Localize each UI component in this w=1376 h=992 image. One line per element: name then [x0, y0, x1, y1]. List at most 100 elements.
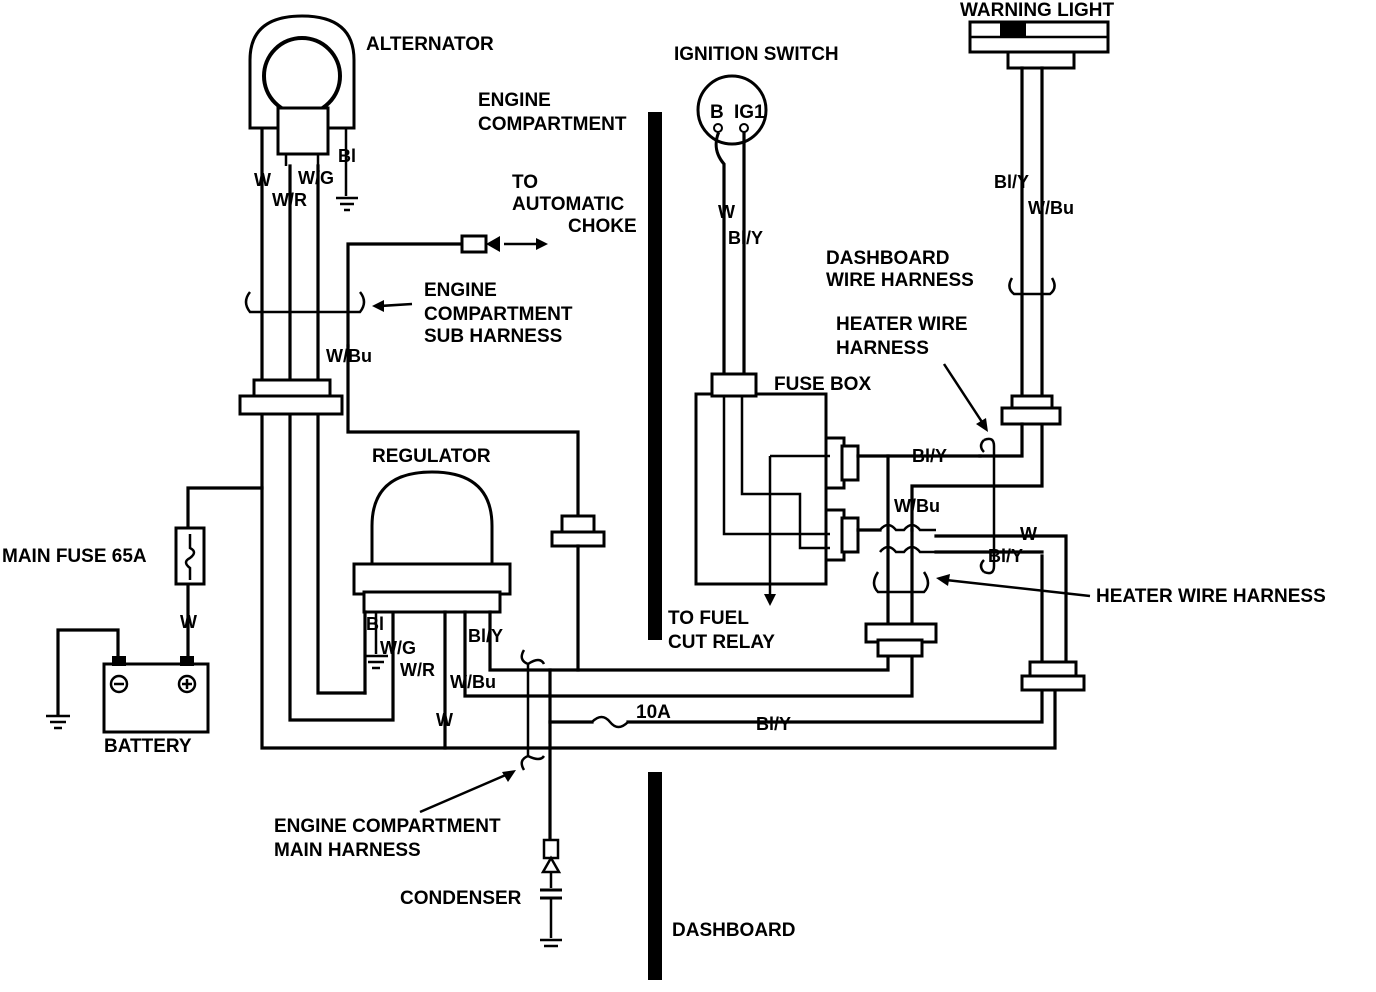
alternator-ground [336, 196, 358, 212]
wire-bly-10a [626, 554, 1044, 724]
heater-clamp-lower [872, 571, 930, 594]
fuse-10a [591, 715, 629, 729]
grommet-heater [864, 622, 938, 658]
choke-arrowhead [536, 238, 548, 250]
main-harness-arrowhead [502, 770, 516, 782]
label-fuel-cut-1: TO FUEL [668, 608, 749, 629]
wire-label-reg-bl: Bl [366, 614, 384, 634]
main-harness-clamp [520, 649, 546, 771]
label-dash-harness-1: DASHBOARD [826, 248, 950, 269]
sub-harness-clamp [244, 291, 366, 314]
sub-harness-arrowhead [372, 300, 384, 312]
wire-label-alt-wr: W/R [272, 190, 307, 210]
label-ignition-ig1: IG1 [734, 102, 765, 123]
ignition-switch [696, 74, 768, 146]
label-main-fuse: MAIN FUSE 65A [2, 546, 147, 567]
wire-label-fb-wbu: W/Bu [894, 496, 940, 516]
label-ignition-b: B [710, 102, 724, 123]
label-heater-harness-top-2: HARNESS [836, 338, 929, 359]
wire-wbu-sub [346, 344, 580, 518]
label-heater-harness-right: HEATER WIRE HARNESS [1096, 586, 1326, 607]
label-condenser: CONDENSER [400, 888, 522, 909]
heater-right-arrowhead [936, 574, 950, 586]
wire-label-reg-wbu: W/Bu [450, 672, 496, 692]
wire-label-ign-w: W [718, 202, 735, 222]
label-sub-harness-1: ENGINE [424, 280, 497, 301]
wire-label-reg-wg: W/G [380, 638, 416, 658]
heater-clamp-upper [979, 437, 996, 575]
choke-connector [460, 234, 500, 254]
label-engine-compartment-2: COMPARTMENT [478, 114, 627, 135]
condenser [540, 838, 562, 948]
wire-battery-ground [56, 628, 120, 716]
wire-label-fb-w: W [1020, 524, 1037, 544]
label-fuse-box: FUSE BOX [774, 374, 871, 395]
heater-top-arrow [942, 363, 984, 423]
label-alternator: ALTERNATOR [366, 34, 494, 55]
label-main-harness-1: ENGINE COMPARTMENT [274, 816, 501, 837]
label-sub-harness-2: COMPARTMENT [424, 304, 573, 325]
wire-label-10a-bly: Bl/Y [756, 714, 791, 734]
regulator [352, 470, 512, 614]
label-dash-harness-2: WIRE HARNESS [826, 270, 974, 291]
label-fuel-cut-2: CUT RELAY [668, 632, 775, 653]
label-heater-harness-top-1: HEATER WIRE [836, 314, 968, 335]
label-dashboard: DASHBOARD [672, 920, 796, 941]
label-regulator: REGULATOR [372, 446, 491, 467]
grommet-left [238, 378, 344, 416]
label-engine-compartment-1: ENGINE [478, 90, 551, 111]
heater-top-arrowhead [976, 418, 988, 432]
main-fuse [174, 526, 206, 586]
grommet-warning [1000, 394, 1062, 426]
dash-harness-clamp [1008, 277, 1056, 296]
wire-wbu-riser [910, 422, 1044, 532]
wire-alt-w [260, 128, 1057, 750]
fuse-box [694, 372, 860, 586]
alternator [248, 14, 356, 196]
wire-label-sub-wbu: W/Bu [326, 346, 372, 366]
label-sub-harness-3: SUB HARNESS [424, 326, 562, 347]
connector-sub [550, 514, 606, 548]
wire-reg-bly [488, 610, 890, 672]
label-to-choke-3: CHOKE [568, 216, 637, 237]
wire-fb-w [934, 534, 1068, 664]
battery [102, 656, 210, 734]
sub-harness-arrow [379, 302, 413, 308]
wire-ign-w [714, 131, 726, 374]
label-main-harness-2: MAIN HARNESS [274, 840, 421, 861]
wire-battery-feed [186, 486, 264, 532]
heater-right-arrow [945, 578, 1091, 598]
wire-alt-wg [316, 164, 367, 695]
wire-label-fb-bly-top: Bl/Y [912, 446, 947, 466]
wire-label-battery-w: W [180, 612, 197, 632]
label-ignition-switch: IGNITION SWITCH [674, 44, 839, 65]
label-fuse-10a: 10A [636, 702, 671, 723]
wire-label-alt-wg: W/G [298, 168, 334, 188]
fb-internal-2 [740, 396, 830, 550]
wire-label-reg-wr: W/R [400, 660, 435, 680]
wire-label-wl-bly: Bl/Y [994, 172, 1029, 192]
label-battery: BATTERY [104, 736, 192, 757]
wire-label-ign-bly: Bl/Y [728, 228, 763, 248]
warning-light [968, 20, 1110, 70]
label-to-choke-1: TO [512, 172, 538, 193]
wire-reg-wbu [463, 610, 914, 698]
label-to-choke-2: AUTOMATIC [512, 194, 625, 215]
main-harness-arrow [419, 772, 509, 814]
wire-alt-wr [288, 164, 395, 722]
wire-label-alt-w: W [254, 170, 271, 190]
wire-label-wl-wbu: W/Bu [1028, 198, 1074, 218]
fb-internal-1 [722, 396, 830, 536]
fuel-cut-arrowhead [764, 594, 776, 606]
grommet-right [1020, 660, 1086, 692]
battery-ground [46, 714, 70, 730]
wire-label-reg-w: W [436, 710, 453, 730]
regulator-ground [364, 654, 388, 670]
wire-label-fb-bly: Bl/Y [988, 546, 1023, 566]
label-warning-light: WARNING LIGHT [960, 0, 1114, 21]
wire-label-reg-bly: Bl/Y [468, 626, 503, 646]
wire-wl-bly-down [978, 422, 1024, 458]
wire-label-alt-bl: Bl [338, 146, 356, 166]
wire-crossings [879, 523, 936, 554]
